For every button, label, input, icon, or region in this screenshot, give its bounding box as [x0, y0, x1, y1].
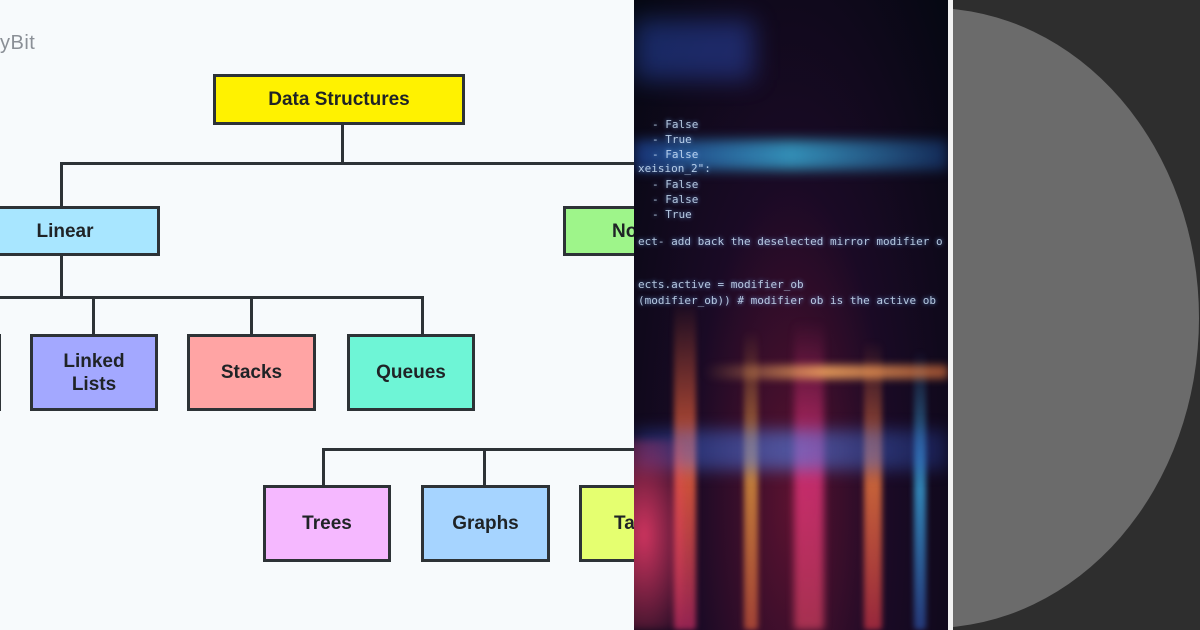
light-streak	[704, 365, 948, 379]
code-line: - False	[652, 193, 699, 206]
node-nonlinear: No	[563, 206, 634, 256]
code-line: - False	[652, 118, 699, 131]
light-streak	[864, 340, 882, 630]
node-linear: Linear	[0, 206, 160, 256]
connector-linear-horizontal	[0, 296, 424, 299]
light-streak	[634, 20, 754, 80]
connector-queues	[421, 296, 424, 334]
node-tables: Ta	[579, 485, 634, 562]
dark-panel	[953, 0, 1200, 630]
code-line: - True	[652, 208, 692, 221]
light-streak	[634, 430, 948, 470]
connector-graphs	[483, 448, 486, 486]
node-trees: Trees	[263, 485, 391, 562]
node-array-edge	[0, 334, 1, 411]
code-background-photo: - False - True - False xeision_2": - Fal…	[634, 0, 948, 630]
connector-linked-lists	[92, 296, 95, 334]
light-streak	[914, 350, 926, 630]
light-streak	[634, 140, 948, 170]
code-line: - False	[652, 148, 699, 161]
data-structures-diagram: yBit Data Structures Linear No Linked Li…	[0, 0, 634, 630]
code-line: xeision_2":	[638, 162, 711, 175]
gray-disc-shape	[953, 8, 1199, 628]
node-data-structures: Data Structures	[213, 74, 465, 125]
connector-top-horizontal	[60, 162, 634, 165]
node-queues: Queues	[347, 334, 475, 411]
light-streak	[744, 330, 758, 630]
connector-root-down	[341, 124, 344, 165]
node-linked-lists: Linked Lists	[30, 334, 158, 411]
connector-nonlinear-horizontal	[322, 448, 634, 451]
code-line: (modifier_ob)) # modifier ob is the acti…	[638, 294, 937, 307]
connector-linear-down	[60, 254, 63, 299]
code-line: ect- add back the deselected mirror modi…	[638, 235, 943, 248]
brand-logo-text: yBit	[0, 32, 36, 54]
code-line: - False	[652, 178, 699, 191]
connector-trees	[322, 448, 325, 486]
code-line: - True	[652, 133, 692, 146]
panel-divider	[948, 0, 953, 630]
code-line: ects.active = modifier_ob	[638, 278, 804, 291]
node-stacks: Stacks	[187, 334, 316, 411]
connector-stacks	[250, 296, 253, 334]
node-graphs: Graphs	[421, 485, 550, 562]
light-streak	[634, 440, 684, 630]
connector-linear-up	[60, 162, 63, 206]
